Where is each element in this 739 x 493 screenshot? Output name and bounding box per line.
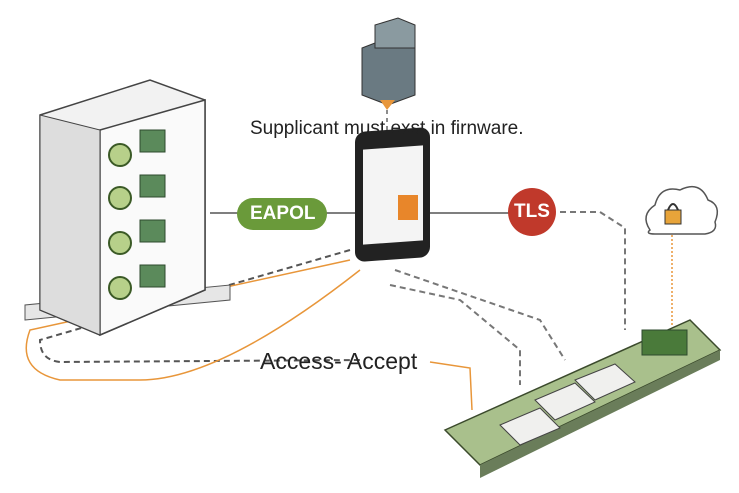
caption: Supplicant must exst in firnware. (250, 118, 524, 139)
tablet-icon (355, 127, 430, 262)
eapol-label: EAPOL (250, 203, 316, 224)
connection-lines (25, 110, 673, 411)
tls-badge (508, 188, 556, 236)
server-rack-icon (24, 79, 231, 337)
access-accept-label: Access- Accept (260, 348, 418, 374)
tls-label: TLS (514, 201, 550, 222)
cloud-lock-icon (645, 185, 719, 235)
circuit-board-icon (443, 319, 722, 478)
eapol-badge (237, 198, 327, 230)
building-icon (361, 17, 416, 110)
